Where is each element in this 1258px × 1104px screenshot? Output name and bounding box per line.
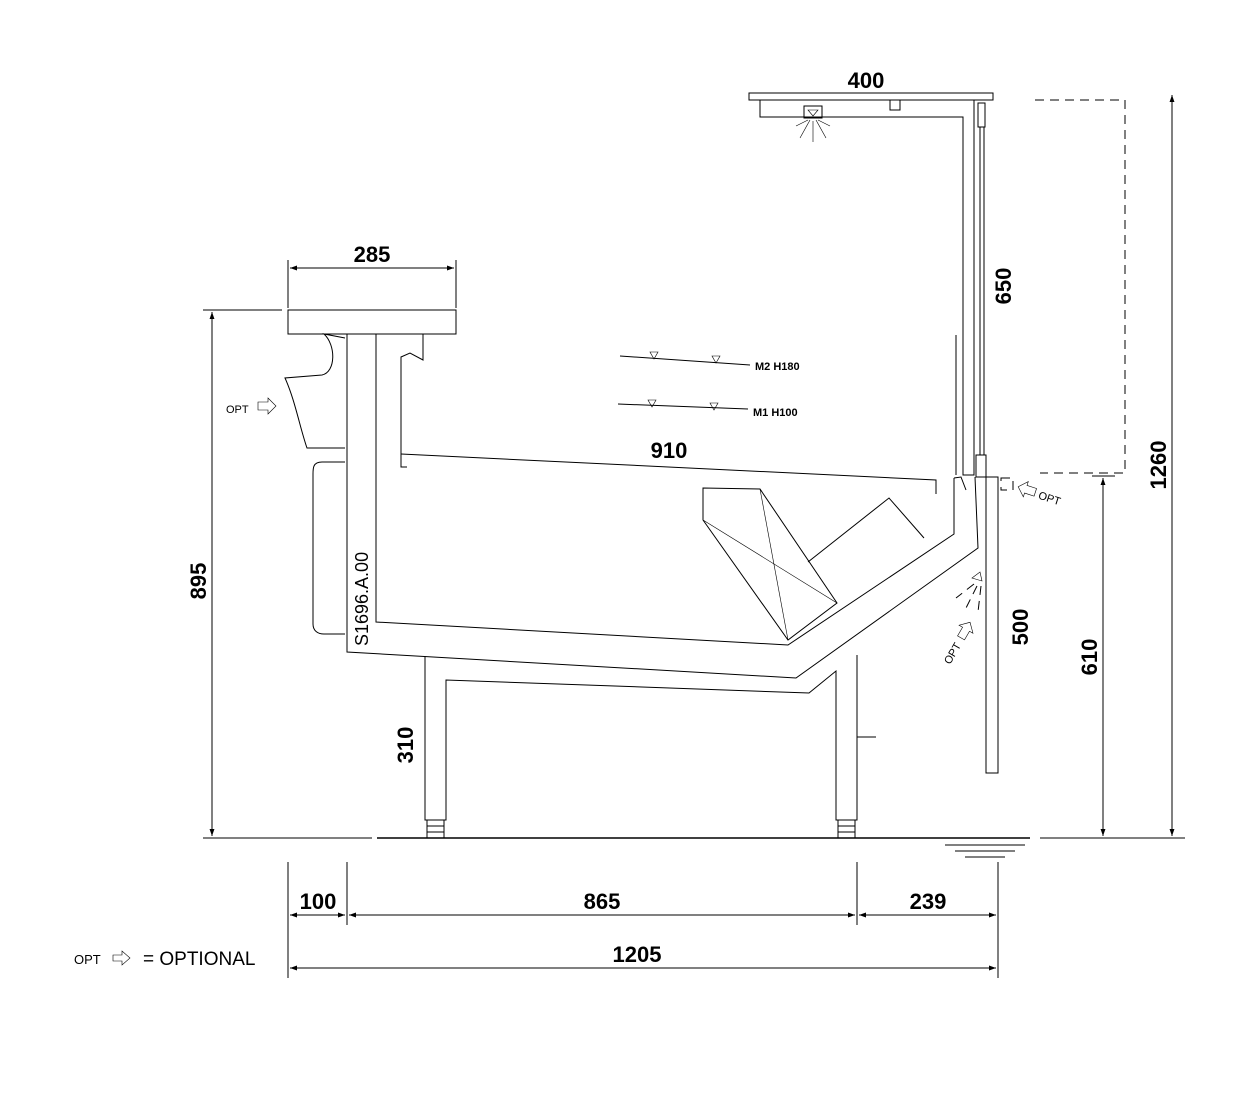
dim-1205: 1205 [613, 942, 662, 967]
dim-310: 310 [393, 727, 418, 764]
dim-910: 910 [651, 438, 688, 463]
dimension-lines [203, 95, 1185, 978]
dim-610: 610 [1077, 639, 1102, 676]
dim-650: 650 [991, 268, 1016, 305]
dim-400: 400 [848, 68, 885, 93]
lamp-icon [795, 105, 831, 142]
svg-text:OPT: OPT [942, 641, 964, 667]
dim-1260: 1260 [1146, 441, 1171, 490]
dim-239: 239 [910, 889, 947, 914]
shelf-label-m2: M2 H180 [755, 361, 800, 373]
feet [426, 819, 856, 839]
outline-arrow-icon [257, 397, 277, 415]
legend: OPT = OPTIONAL [74, 949, 255, 970]
front-panel [985, 476, 999, 774]
dim-500: 500 [1008, 609, 1033, 646]
triangle-marker-icon [711, 355, 721, 364]
optional-dashed-frame [1000, 99, 1126, 491]
dim-865: 865 [584, 889, 621, 914]
opt-marker-rear: OPT [226, 397, 277, 416]
svg-text:OPT: OPT [1037, 490, 1062, 508]
drawing-code: S1696.A.00 [352, 552, 372, 646]
dim-895: 895 [186, 563, 211, 600]
outline-arrow-icon [1017, 481, 1037, 498]
outline-arrow-icon [112, 950, 131, 966]
triangle-marker-icon [647, 399, 657, 408]
ground-symbol-icon [945, 844, 1025, 858]
legend-opt-tag: OPT [74, 952, 101, 967]
canopy [748, 92, 994, 478]
lamp-icon [955, 571, 983, 613]
svg-text:OPT: OPT [226, 404, 249, 416]
triangle-marker-icon [709, 402, 719, 411]
product-boxes [702, 487, 925, 641]
shelf-label-m1: M1 H100 [753, 407, 798, 419]
legend-text: = OPTIONAL [143, 949, 255, 970]
opt-marker-front-top: OPT [1017, 481, 1062, 508]
cabinet-body [284, 309, 979, 821]
triangle-marker-icon [649, 351, 659, 360]
outline-arrow-icon [957, 621, 974, 641]
dim-100: 100 [300, 889, 337, 914]
dim-285: 285 [354, 242, 391, 267]
opt-marker-front-low: OPT [942, 621, 974, 667]
shelf-positions: M2 H180 M1 H100 [617, 351, 800, 419]
